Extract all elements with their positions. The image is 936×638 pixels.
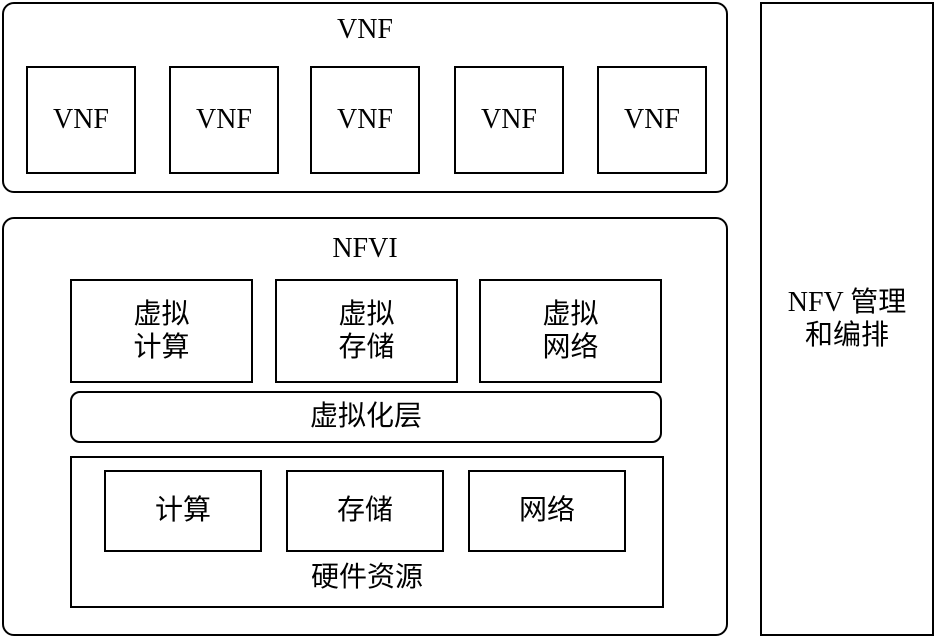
vnf-layer: VNF VNF VNF VNF VNF VNF [2,2,728,193]
nfvi-title: NFVI [332,233,398,264]
virtual-network-line1: 虚拟 [542,299,599,330]
hardware-resources-title: 硬件资源 [310,562,423,593]
hardware-resources: 计算 存储 网络 硬件资源 [70,456,664,608]
virtual-storage-box: 虚拟 存储 [275,279,458,383]
virtual-network-line2: 网络 [542,332,599,363]
hardware-storage-box: 存储 [286,470,444,552]
hardware-compute-box: 计算 [104,470,262,552]
virtualization-layer: 虚拟化层 [70,391,662,443]
vnf-box: VNF [454,66,564,174]
virtual-network-box: 虚拟 网络 [479,279,662,383]
management-line1: NFV 管理 [787,287,907,318]
nfvi-layer: NFVI 虚拟 计算 虚拟 存储 虚拟 网络 虚拟化层 计算 存储 网络 硬件资… [2,217,728,636]
management-line2: 和编排 [804,320,889,351]
virtual-compute-line2: 计算 [133,332,190,363]
virtual-compute-line1: 虚拟 [133,299,190,330]
nfv-management-orchestration: NFV 管理 和编排 [760,2,934,636]
vnf-layer-title: VNF [336,14,393,45]
vnf-box: VNF [26,66,136,174]
virtual-compute-box: 虚拟 计算 [70,279,253,383]
vnf-box: VNF [310,66,420,174]
hardware-network-box: 网络 [468,470,626,552]
virtual-storage-line1: 虚拟 [338,299,395,330]
virtual-storage-line2: 存储 [338,332,395,363]
vnf-box: VNF [597,66,707,174]
vnf-box: VNF [169,66,279,174]
